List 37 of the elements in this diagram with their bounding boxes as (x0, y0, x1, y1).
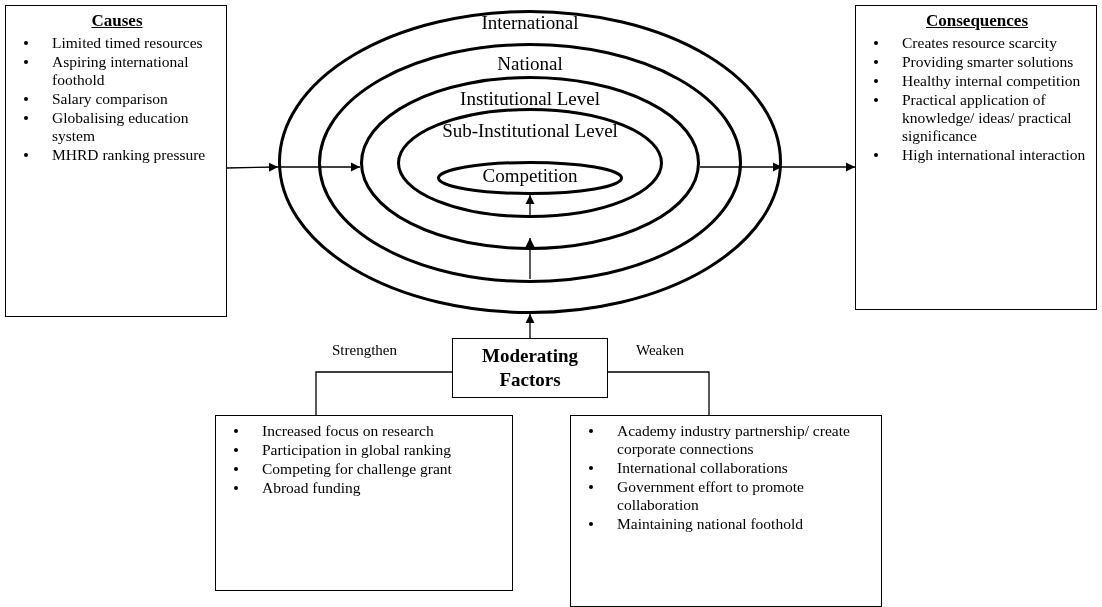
text-box (5, 5, 227, 317)
list-item: Globalising education system (52, 109, 190, 145)
list-item: MHRD ranking pressure (52, 146, 206, 164)
list-item: Creates resource scarcity (902, 34, 1057, 52)
text-box (855, 5, 1097, 310)
list-item: Practical application of knowledge/ ideas/ practical significance (902, 91, 1073, 145)
box-heading: Causes (90, 12, 144, 30)
list-item: Healthy internal competition (902, 72, 1081, 90)
list-item: Competing for challenge grant (262, 460, 452, 478)
list-item: Participation in global ranking (262, 441, 451, 459)
arrow (781, 162, 856, 172)
list-item: Aspiring international foothold (52, 53, 190, 89)
connector-line (315, 371, 453, 416)
list-item: Abroad funding (262, 479, 361, 497)
list-item: International collaborations (617, 459, 788, 477)
arrow (226, 162, 279, 172)
list-item: Government effort to promote collaboration (617, 478, 805, 514)
list-item: Limited timed resources (52, 34, 203, 52)
arrow (525, 313, 535, 339)
box-heading: Consequences (925, 12, 1029, 30)
list-item: Increased focus on research (262, 422, 434, 440)
list-item: Providing smarter solutions (902, 53, 1074, 71)
level-label: International (481, 12, 579, 33)
level-label: National (497, 53, 563, 74)
heading-box: Moderating Factors (452, 338, 608, 398)
edge-label: Strengthen (330, 342, 399, 359)
list-item: High international interaction (902, 146, 1086, 164)
text-box (215, 415, 513, 591)
list-item: Salary comparison (52, 90, 168, 108)
connector-line (607, 371, 710, 416)
level-label: Institutional Level (460, 88, 600, 109)
text-box (570, 415, 882, 607)
level-label: Competition (482, 165, 578, 186)
list-item: Academy industry partnership/ create corporate connections (617, 422, 851, 458)
list-item: Maintaining national foothold (617, 515, 803, 533)
arrow (525, 237, 535, 280)
level-label: Sub-Institutional Level (442, 120, 618, 141)
